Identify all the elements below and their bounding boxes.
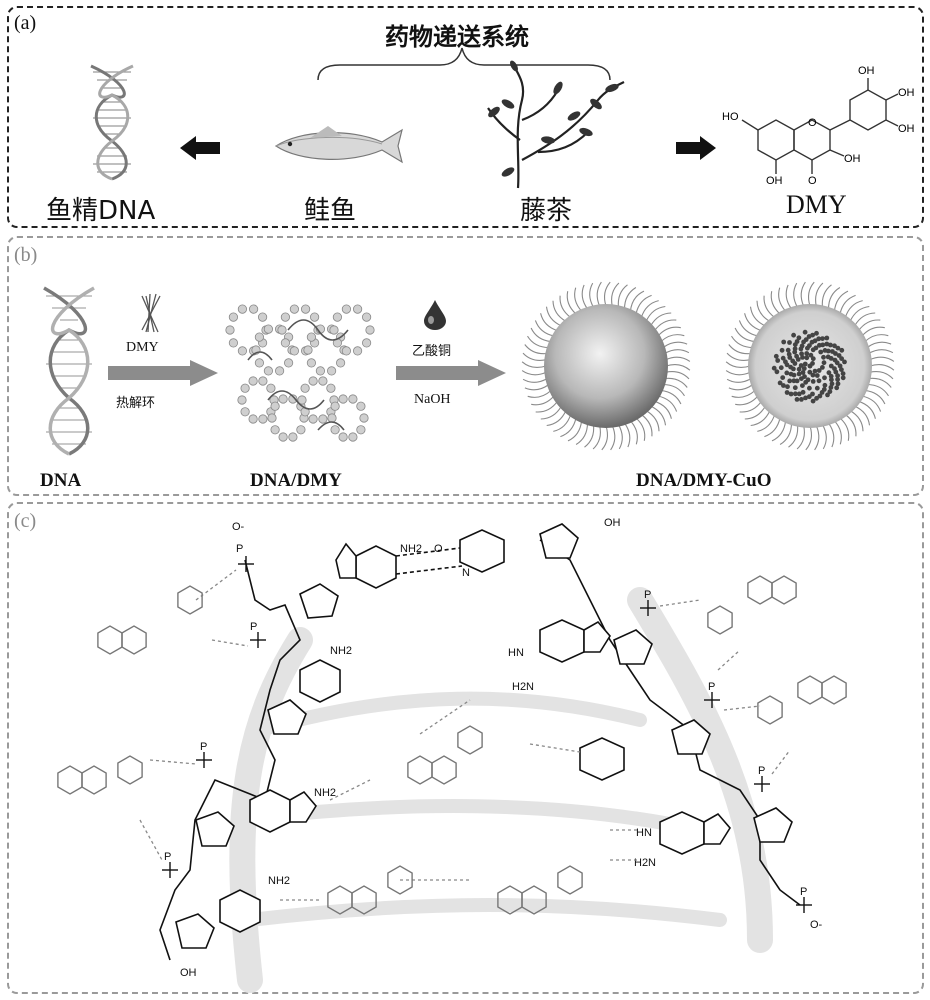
panel-c-label: (c)	[14, 510, 37, 532]
chem-p-1: P	[236, 543, 243, 555]
salmon-fish-icon	[274, 126, 403, 164]
vine-tea-plant-icon	[487, 60, 625, 189]
dmy-oh-right2: OH	[898, 123, 915, 135]
chem-n-1: N	[462, 567, 470, 579]
process-arrow-1	[108, 360, 218, 386]
chem-p-3: P	[200, 741, 207, 753]
chem-p-7: P	[758, 765, 765, 777]
label-dna-dmy-cuo: DNA/DMY-CuO	[636, 470, 772, 491]
dmy-oh-top: OH	[858, 65, 875, 77]
label-vine-tea: 藤茶	[520, 196, 573, 226]
dna-dmy-complex-icon	[225, 304, 375, 442]
process-arrow-2	[396, 360, 506, 386]
chem-p-8: P	[800, 886, 807, 898]
dna-helix-b-icon	[43, 286, 95, 456]
copper-droplet-icon	[424, 300, 446, 330]
chem-p-5: P	[644, 589, 651, 601]
chem-oh-1: OH	[604, 517, 621, 529]
nanoparticle-sphere-icon	[521, 281, 691, 451]
label-dna-dmy: DNA/DMY	[250, 470, 342, 491]
chem-h2n-1: H2N	[512, 681, 534, 693]
chem-nh2-1: NH2	[400, 543, 422, 555]
chem-o-1: O	[434, 543, 443, 555]
arrow-right-icon	[676, 136, 716, 160]
panel-c	[7, 502, 924, 994]
label-dna: DNA	[40, 470, 82, 491]
chem-nh2-2: NH2	[330, 645, 352, 657]
step1-bottom-label: 热解环	[116, 396, 156, 411]
chem-p-6: P	[708, 681, 715, 693]
panel-a	[7, 6, 924, 228]
chem-hn-2: HN	[636, 827, 652, 839]
dmy-oh-3: OH	[844, 153, 861, 165]
chem-hn-1: HN	[508, 647, 524, 659]
dmy-ho-left: HO	[722, 111, 739, 123]
chem-p-4: P	[164, 851, 171, 863]
step2-bottom-label: NaOH	[414, 392, 451, 407]
panel-b-label: (b)	[14, 244, 38, 266]
dna-helix-icon	[90, 64, 134, 181]
label-salmon: 鲑鱼	[304, 196, 357, 226]
chem-o-minus-2: O-	[810, 919, 823, 931]
dmy-oh-bottom: OH	[766, 175, 783, 187]
chem-p-2: P	[250, 621, 257, 633]
panel-a-title: 药物递送系统	[385, 23, 529, 51]
chem-nh2-3: NH2	[314, 787, 336, 799]
title-brace	[317, 47, 611, 81]
dmy-oh-right: OH	[898, 87, 915, 99]
step1-top-label: DMY	[126, 340, 159, 355]
step2-top-label: 乙酸铜	[412, 344, 452, 359]
arrow-left-icon	[180, 136, 220, 160]
panel-b	[7, 236, 924, 496]
label-dmy: DMY	[786, 190, 847, 219]
panel-a-label: (a)	[14, 12, 37, 34]
dmy-needles-icon	[141, 293, 161, 333]
dmy-o-ring: O	[808, 117, 817, 129]
dmy-molecule-structure: OH OH OH HO O OH O OH	[722, 65, 915, 187]
chem-o-minus-1: O-	[232, 521, 245, 533]
chem-oh-2: OH	[180, 967, 197, 979]
label-fish-dna: 鱼精DNA	[46, 196, 156, 226]
chem-nh2-4: NH2	[268, 875, 290, 887]
nanoparticle-cross-section-icon	[725, 281, 895, 451]
dmy-o-keto: O	[808, 175, 817, 187]
chem-h2n-2: H2N	[634, 857, 656, 869]
